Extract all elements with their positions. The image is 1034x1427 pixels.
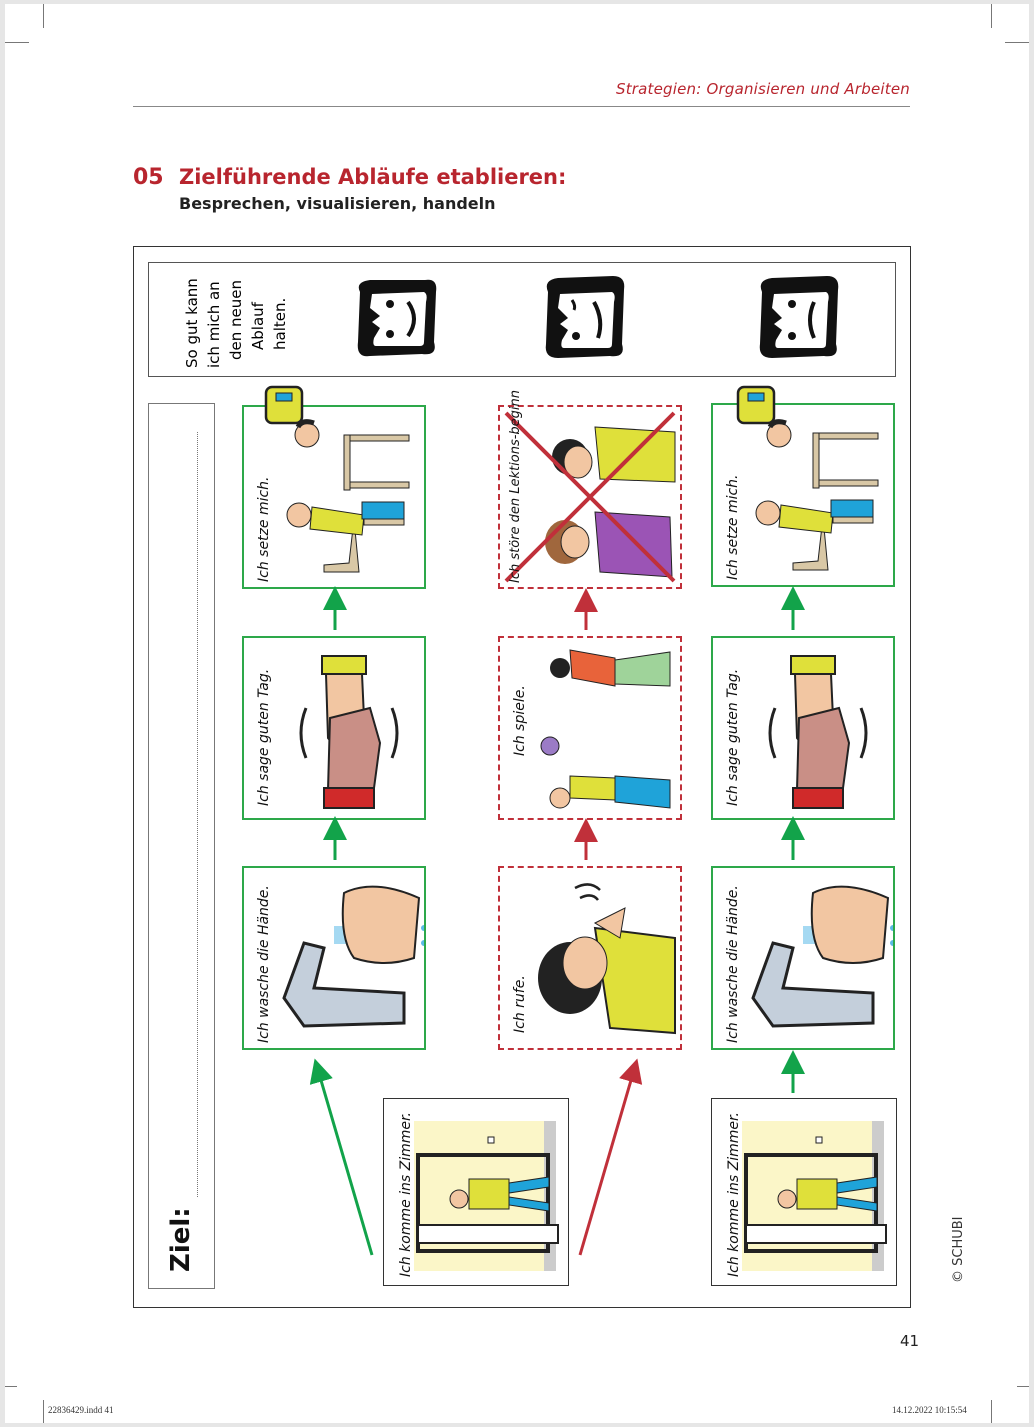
crop-mark <box>43 1400 44 1423</box>
crop-mark <box>991 4 992 28</box>
happy-face-icon[interactable] <box>350 272 440 362</box>
copyright: © SCHUBI <box>951 1216 966 1283</box>
watch-bubble-icon <box>264 385 320 448</box>
sad-face-icon[interactable] <box>752 270 842 364</box>
page-number: 41 <box>900 1332 920 1350</box>
shouting-icon <box>538 883 676 1035</box>
watch-bubble-icon <box>736 385 792 448</box>
neutral-face-icon[interactable] <box>538 270 628 364</box>
card-say-hello-2: Ich sage guten Tag. <box>711 636 895 820</box>
card-shout: Ich rufe. <box>498 866 682 1050</box>
arrow-up <box>578 1058 643 1256</box>
goal-writing-line[interactable] <box>197 432 198 1197</box>
running-head: Strategien: Organisieren und Arbeiten <box>615 80 910 98</box>
crop-mark <box>991 1400 992 1423</box>
card-enter-room-2: Ich komme ins Zimmer. <box>711 1098 897 1286</box>
header-rule <box>133 106 910 107</box>
crop-mark <box>1005 42 1029 43</box>
slug-date: 14.12.2022 10:15:54 <box>892 1405 967 1415</box>
sitting-down-icon <box>755 432 879 571</box>
card-sit-down-2: Ich setze mich. <box>711 403 895 587</box>
slug-file: 22836429.indd 41 <box>48 1405 114 1415</box>
playing-ball-icon <box>540 649 671 809</box>
rating-strip <box>148 262 896 377</box>
section-number: 05 <box>133 165 164 190</box>
door-entering-icon <box>414 1121 559 1271</box>
handshake-icon <box>768 655 868 809</box>
handshake-icon <box>299 655 399 809</box>
card-disturb: Ich störe den Lektions-beginn <box>498 390 682 589</box>
washing-hands-icon <box>282 885 424 1028</box>
card-wash-hands-2: Ich wasche die Hände. <box>711 866 895 1050</box>
crop-mark <box>43 4 44 28</box>
section-subtitle: Besprechen, visualisieren, handeln <box>179 194 496 213</box>
goal-field[interactable] <box>148 403 215 1289</box>
card-say-hello: Ich sage guten Tag. <box>242 636 426 820</box>
card-play: Ich spiele. <box>498 636 682 820</box>
crop-mark <box>5 1386 17 1387</box>
card-enter-room: Ich komme ins Zimmer. <box>383 1098 569 1286</box>
card-wash-hands: Ich wasche die Hände. <box>242 866 426 1050</box>
door-entering-icon <box>742 1121 887 1271</box>
section-title: Zielführende Abläufe etablieren: <box>179 165 567 189</box>
disturbing-icon <box>504 411 676 583</box>
washing-hands-icon <box>751 885 893 1028</box>
arrow-up <box>309 1058 374 1256</box>
worksheet-frame <box>133 246 911 1308</box>
crop-mark <box>5 42 29 43</box>
crop-mark <box>1017 1386 1029 1387</box>
sitting-down-icon <box>286 434 410 573</box>
